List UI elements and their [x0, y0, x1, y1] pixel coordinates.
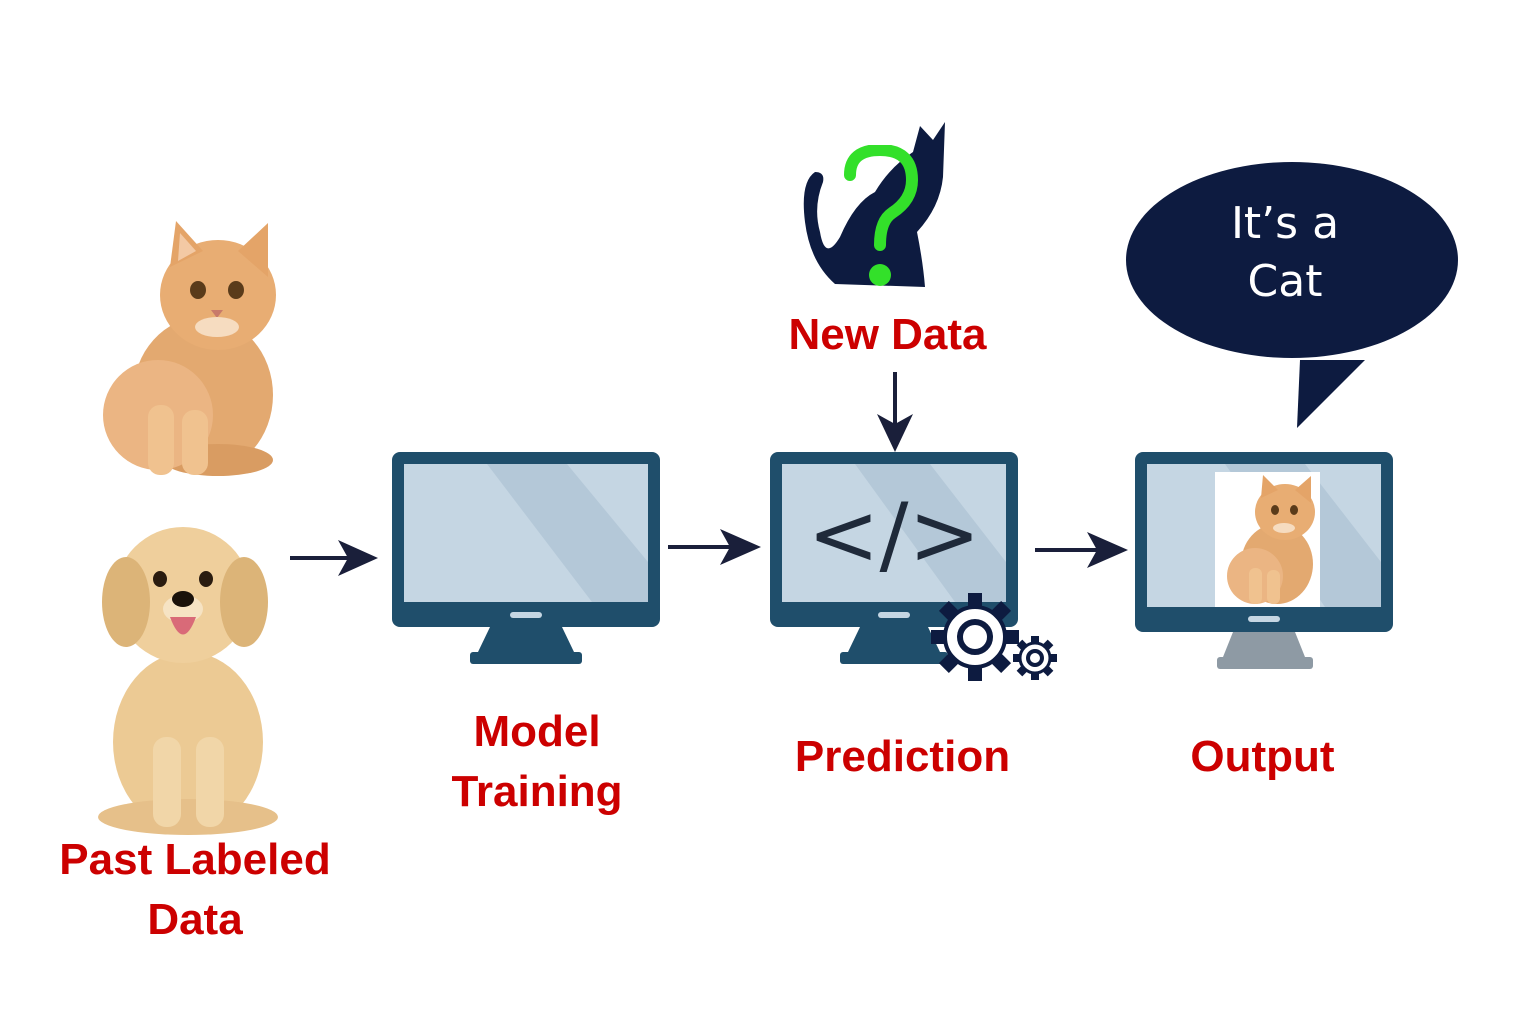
output-text: Output	[1190, 732, 1335, 781]
model-training-label: Model Training	[392, 702, 682, 822]
speech-bubble-text: It’s a Cat	[1165, 195, 1405, 311]
speech-bubble-line1: It’s a	[1230, 198, 1340, 249]
arrow-right-icon	[668, 527, 763, 567]
arrow-right-icon	[290, 538, 380, 578]
question-mark-icon	[840, 145, 920, 295]
output-label: Output	[1135, 727, 1390, 787]
past-labeled-data-label: Past Labeled Data	[30, 830, 360, 950]
puppy-image	[88, 517, 293, 837]
model-training-line1: Model	[473, 707, 601, 756]
model-training-line2: Training	[451, 767, 623, 816]
past-labeled-data-line1: Past Labeled	[59, 835, 331, 884]
speech-bubble	[1125, 160, 1460, 430]
code-symbol: </>	[807, 485, 981, 585]
training-monitor	[392, 452, 660, 667]
prediction-text: Prediction	[794, 732, 1011, 781]
kitten-output-image	[1215, 472, 1320, 607]
arrow-right-icon	[1035, 530, 1130, 570]
prediction-label: Prediction	[770, 727, 1035, 787]
new-data-label: New Data	[755, 305, 1020, 365]
past-labeled-data-line2: Data	[147, 895, 243, 944]
new-data-text: New Data	[788, 310, 987, 359]
gear-icon	[930, 590, 1060, 685]
arrow-down-icon	[875, 372, 915, 452]
prediction-monitor	[770, 452, 1018, 667]
speech-bubble-line2: Cat	[1247, 256, 1323, 307]
kitten-image	[78, 215, 283, 480]
